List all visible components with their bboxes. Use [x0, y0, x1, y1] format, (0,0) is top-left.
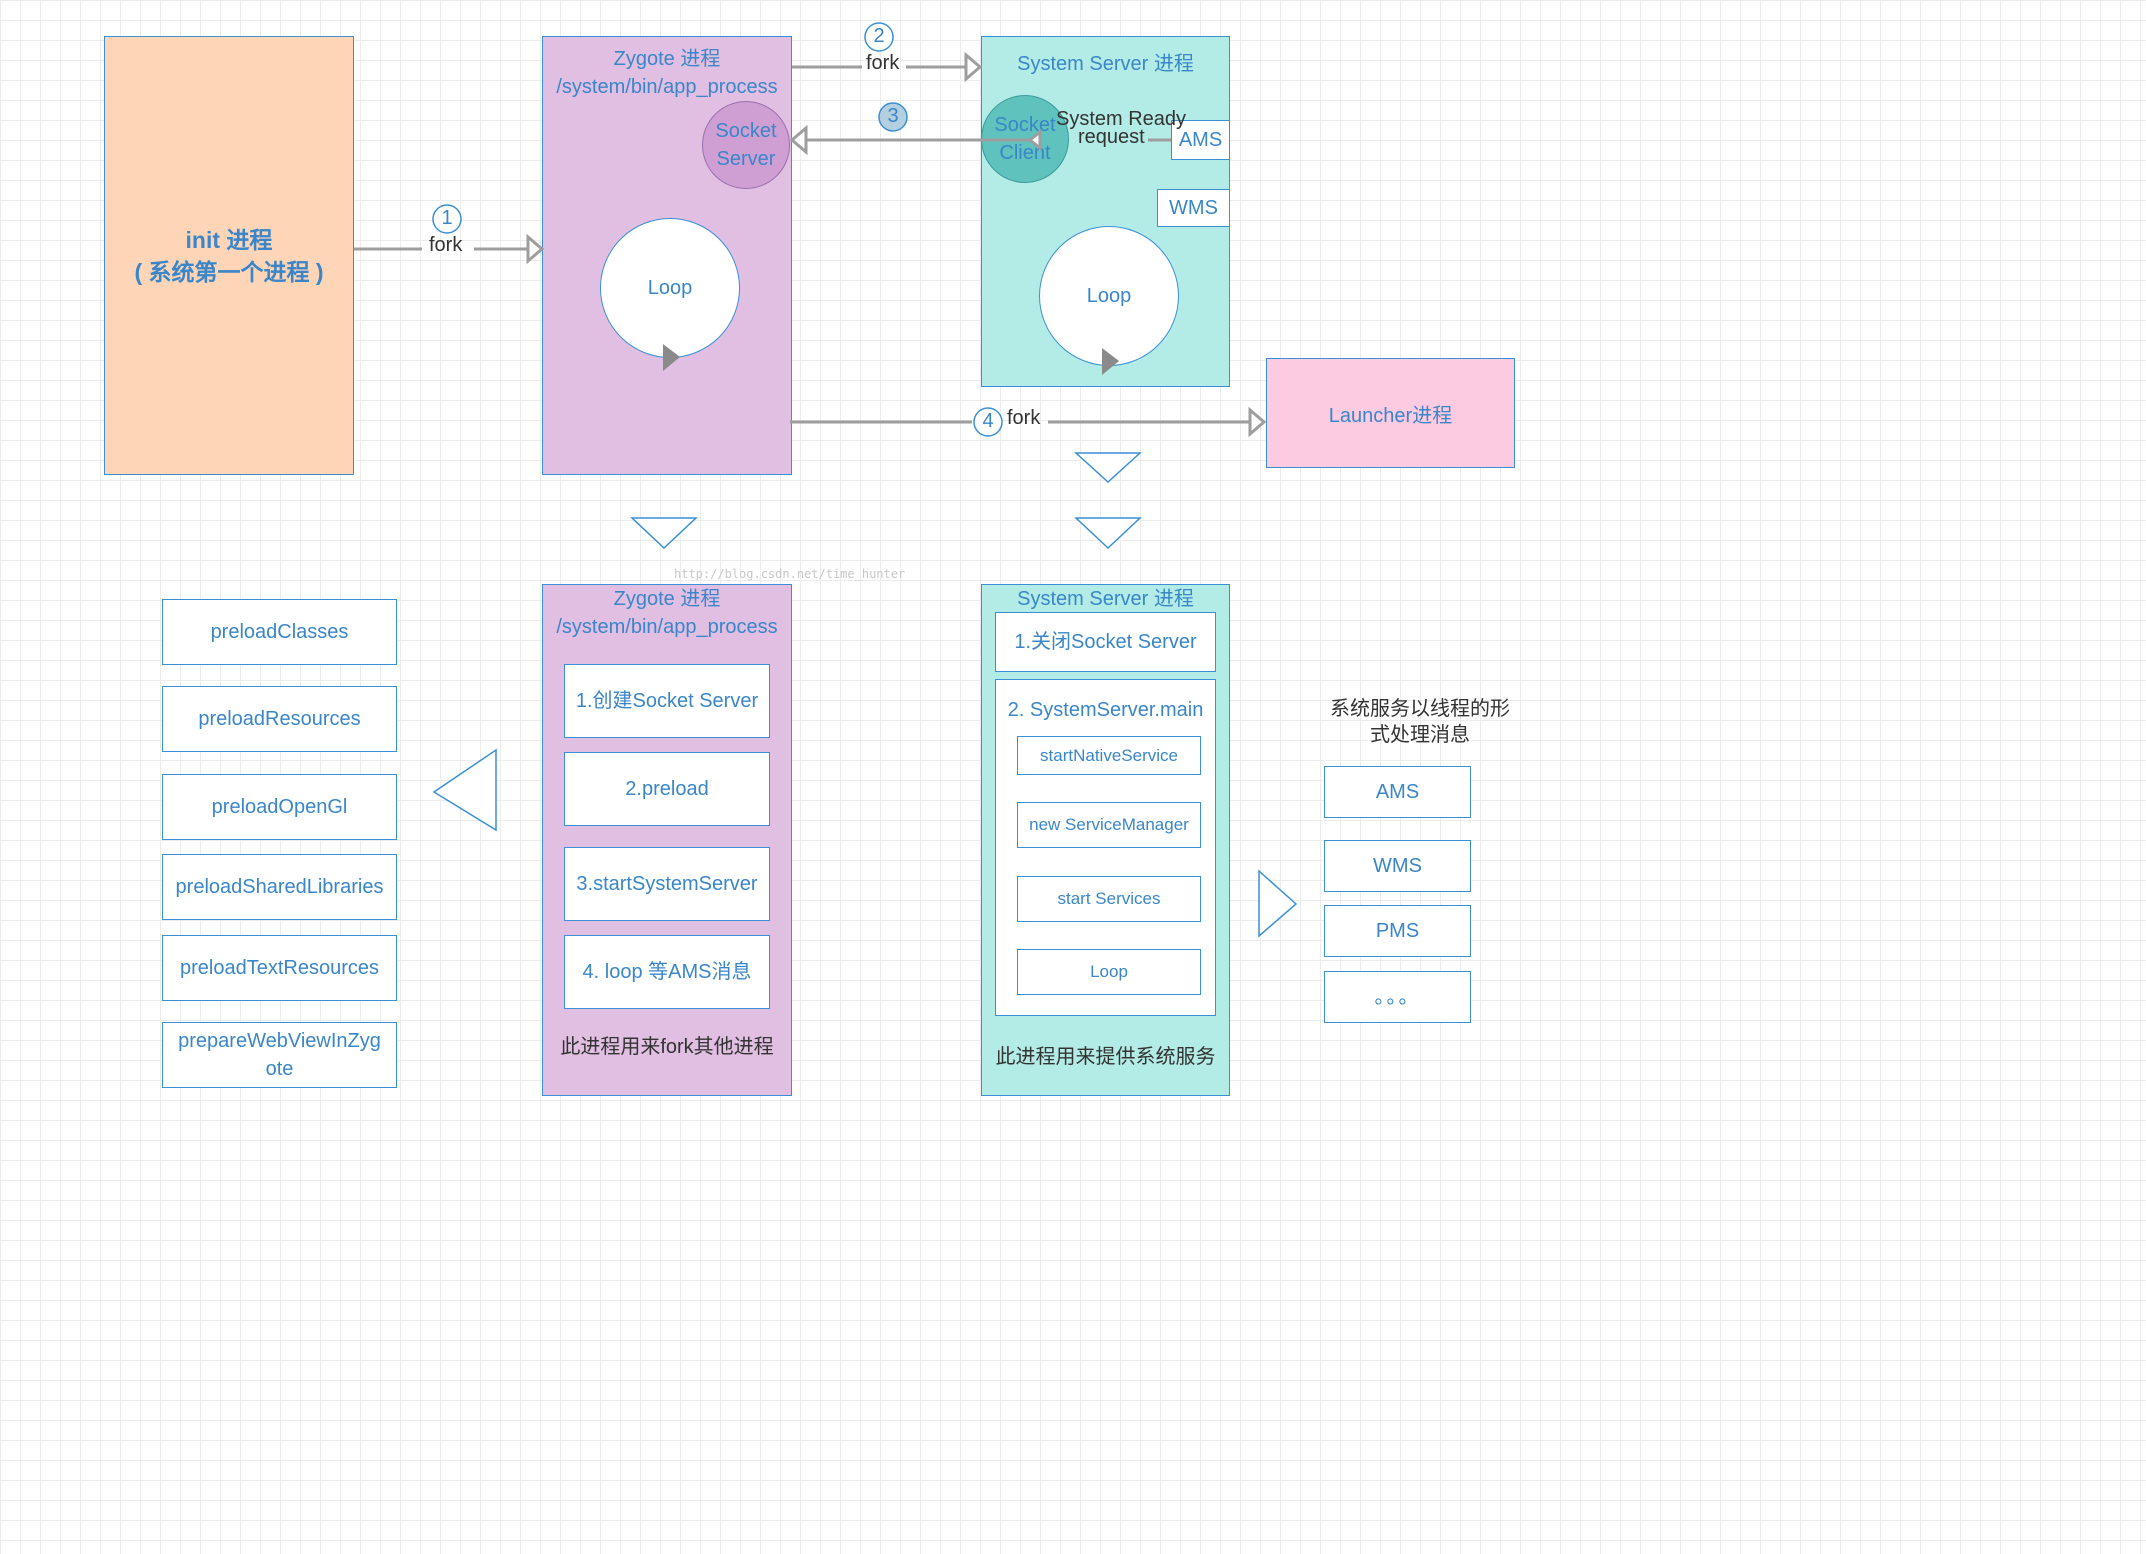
services-heading-line-1: 系统服务以线程的形	[1330, 698, 1510, 720]
system-ready-label: System Ready	[1056, 108, 1187, 130]
wms-box-top[interactable]: WMS	[1157, 189, 1230, 227]
zygote-step[interactable]: 2.preload	[564, 752, 770, 826]
zygote-path: /system/bin/app_process	[556, 76, 778, 98]
edge-1-number: 1	[441, 207, 453, 229]
edge-2-number: 2	[873, 25, 885, 47]
system-server-sub-step[interactable]: new ServiceManager	[1017, 802, 1201, 848]
watermark: http://blog.csdn.net/time_hunter	[674, 567, 906, 581]
system-server-main-label: 2. SystemServer.main	[1007, 699, 1204, 721]
socket-server-circle: Socket Server	[702, 101, 790, 189]
init-process-title: init 进程	[185, 226, 273, 253]
service-item[interactable]: PMS	[1324, 905, 1471, 957]
init-process-box[interactable]: init 进程 ( 系统第一个进程 )	[104, 36, 354, 475]
preload-item[interactable]: preloadClasses	[162, 599, 397, 665]
preload-item-label: prepareWebViewInZygote	[178, 1030, 381, 1080]
system-server-loop-label: Loop	[1086, 284, 1132, 307]
system-server-step-1[interactable]: 1.关闭Socket Server	[995, 612, 1216, 672]
zygote-step[interactable]: 3.startSystemServer	[564, 847, 770, 921]
system-server-sub-step[interactable]: startNativeService	[1017, 736, 1201, 775]
edge-3-number: 3	[887, 105, 899, 127]
system-server-detail-caption: 此进程用来提供系统服务	[995, 1046, 1216, 1068]
socket-server-label-1: Socket	[715, 120, 777, 142]
launcher-label: Launcher进程	[1328, 404, 1453, 427]
edge-2-label: fork	[866, 52, 900, 74]
zygote-loop-label: Loop	[647, 276, 693, 299]
services-heading-line-2: 式处理消息	[1370, 724, 1470, 746]
preload-item[interactable]: preloadSharedLibraries	[162, 854, 397, 920]
preload-item[interactable]: preloadTextResources	[162, 935, 397, 1001]
launcher-process-box[interactable]: Launcher进程	[1266, 358, 1515, 468]
edge-4-number: 4	[982, 410, 994, 432]
edge-4-label: fork	[1007, 407, 1041, 429]
service-item[interactable]: WMS	[1324, 840, 1471, 892]
preload-item[interactable]: prepareWebViewInZygote	[162, 1022, 397, 1088]
zygote-title: Zygote 进程	[613, 48, 721, 70]
edge-1-label: fork	[429, 234, 463, 256]
ams-box-top[interactable]: AMS	[1171, 120, 1230, 160]
service-item[interactable]: 。。。	[1324, 971, 1471, 1023]
zygote-detail-caption: 此进程用来fork其他进程	[560, 1036, 774, 1058]
zygote-step[interactable]: 4. loop 等AMS消息	[564, 935, 770, 1009]
connectors-layer	[354, 22, 1298, 938]
socket-server-label-2: Server	[716, 148, 776, 170]
system-server-sub-step[interactable]: Loop	[1017, 949, 1201, 995]
init-process-subtitle: ( 系统第一个进程 )	[134, 258, 324, 285]
request-label: request	[1078, 126, 1145, 148]
zygote-detail-path: /system/bin/app_process	[556, 616, 778, 638]
preload-item[interactable]: preloadOpenGl	[162, 774, 397, 840]
zygote-step[interactable]: 1.创建Socket Server	[564, 664, 770, 738]
zygote-loop-circle: Loop	[600, 218, 740, 358]
service-item[interactable]: AMS	[1324, 766, 1471, 818]
system-server-detail-title: System Server 进程	[1017, 588, 1194, 610]
zygote-detail-title: Zygote 进程	[613, 588, 721, 610]
system-server-sub-step[interactable]: start Services	[1017, 876, 1201, 922]
preload-item[interactable]: preloadResources	[162, 686, 397, 752]
system-server-loop-circle: Loop	[1039, 226, 1179, 366]
zygote-detail-box[interactable]: Zygote 进程 /system/bin/app_process 此进程用来f…	[542, 584, 792, 1096]
system-server-title: System Server 进程	[1017, 53, 1194, 75]
